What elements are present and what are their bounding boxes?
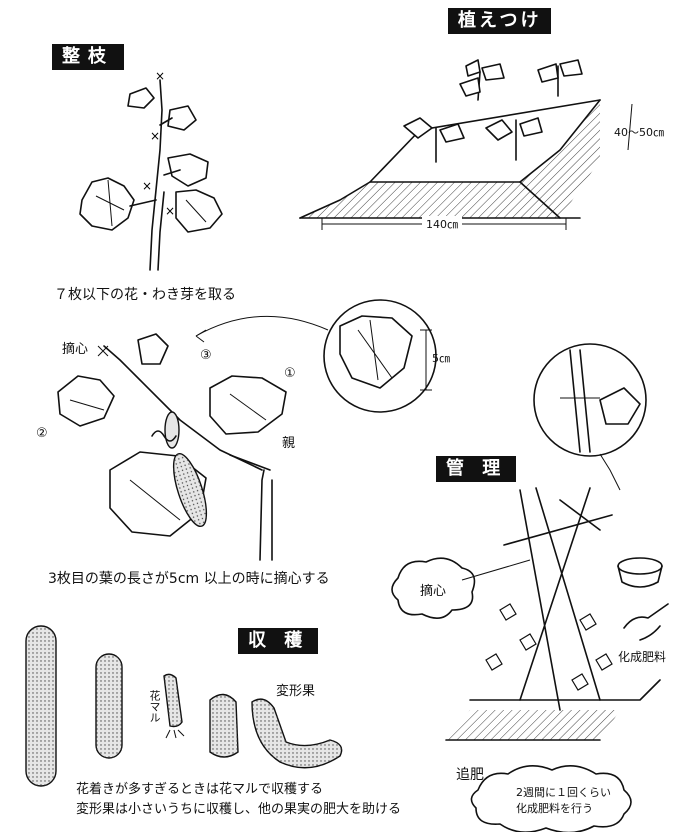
svg-text:×: × — [142, 179, 152, 193]
pinching-caption: 3枚目の葉の長さが5cm 以上の時に摘心する — [48, 571, 330, 587]
leaf-number-3: ③ — [200, 348, 212, 363]
topdress-note-line2: 化成肥料を行う — [516, 802, 593, 815]
pruning-title: 整枝 — [52, 44, 124, 70]
pinch-callout: 摘心 — [420, 584, 447, 599]
leaf-number-1: ① — [284, 366, 296, 381]
topdress-title: 追肥 — [456, 767, 484, 783]
pruning-plant-drawing: × × × × — [79, 69, 223, 271]
svg-text:×: × — [150, 129, 160, 143]
harvest-caption-line2: 変形果は小さいうちに収穫し、他の果実の肥大を助ける — [76, 802, 402, 817]
pinch-label: 摘心 — [62, 342, 89, 357]
deformed-fruit-label: 変形果 — [276, 684, 316, 699]
leaf-size-label: 5㎝ — [432, 352, 450, 365]
pinching-plant-drawing — [57, 299, 437, 561]
harvest-title: 収 穫 — [238, 628, 319, 654]
leaf-number-2: ② — [36, 426, 48, 441]
trellis-drawing — [391, 343, 669, 832]
parent-vine-label: 親 — [282, 436, 296, 451]
svg-text:×: × — [165, 204, 175, 218]
planting-width-label: 140㎝ — [422, 216, 462, 232]
pruning-caption: ７枚以下の花・わき芽を取る — [54, 287, 236, 303]
planting-height-label: 40～50㎝ — [614, 126, 664, 139]
planting-title: 植えつけ — [448, 8, 552, 34]
harvest-fruits-drawing — [25, 625, 343, 787]
fertilizer-label: 化成肥料 — [618, 650, 667, 664]
planting-bed-drawing — [299, 59, 633, 230]
management-title: 管 理 — [436, 456, 517, 482]
svg-text:×: × — [155, 69, 165, 83]
harvest-caption-line1: 花着きが多すぎるときは花マルで収穫する — [76, 782, 324, 797]
flower-tip-label: 花マル — [148, 690, 161, 723]
topdress-note-line1: 2週間に１回くらい — [516, 786, 611, 799]
